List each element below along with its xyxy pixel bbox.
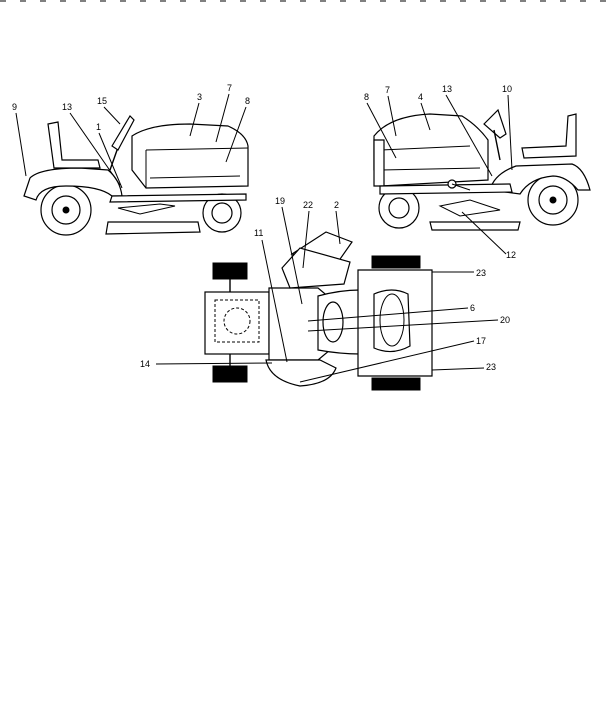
callout-23-top-upper: 23 (476, 268, 486, 278)
callout-2-top: 2 (334, 200, 339, 210)
callout-8-left: 8 (245, 96, 250, 106)
callout-3-left: 3 (197, 92, 202, 102)
callout-15-left: 15 (97, 96, 107, 106)
callout-6-top: 6 (470, 303, 475, 313)
callout-17-top: 17 (476, 336, 486, 346)
callout-7-left: 7 (227, 83, 232, 93)
callout-4-right: 4 (418, 92, 423, 102)
callout-11-top: 11 (254, 228, 263, 238)
callouts-left-tractor: 9 13 15 1 3 7 8 (12, 83, 250, 189)
callout-22-top: 22 (303, 200, 313, 210)
callout-14-top: 14 (140, 359, 150, 369)
callout-13-right: 13 (442, 84, 452, 94)
callout-12-right: 12 (506, 250, 516, 260)
callout-10-right: 10 (502, 84, 512, 94)
callout-23-top-lower: 23 (486, 362, 496, 372)
callout-7-right: 7 (385, 85, 390, 95)
callout-20-top: 20 (500, 315, 510, 325)
callout-19-top: 19 (275, 196, 285, 206)
callout-9-left: 9 (12, 102, 17, 112)
tractor-left-side-view (23, 115, 249, 236)
callout-13-left: 13 (62, 102, 72, 112)
callout-8-right: 8 (364, 92, 369, 102)
callouts-top-view: 19 22 2 11 23 6 20 17 14 23 (140, 196, 510, 383)
tractor-right-side-view (373, 108, 591, 231)
callout-1-left: 1 (96, 122, 101, 132)
callouts-right-tractor: 8 7 4 13 10 12 (364, 84, 516, 260)
tractor-top-view (204, 231, 433, 391)
